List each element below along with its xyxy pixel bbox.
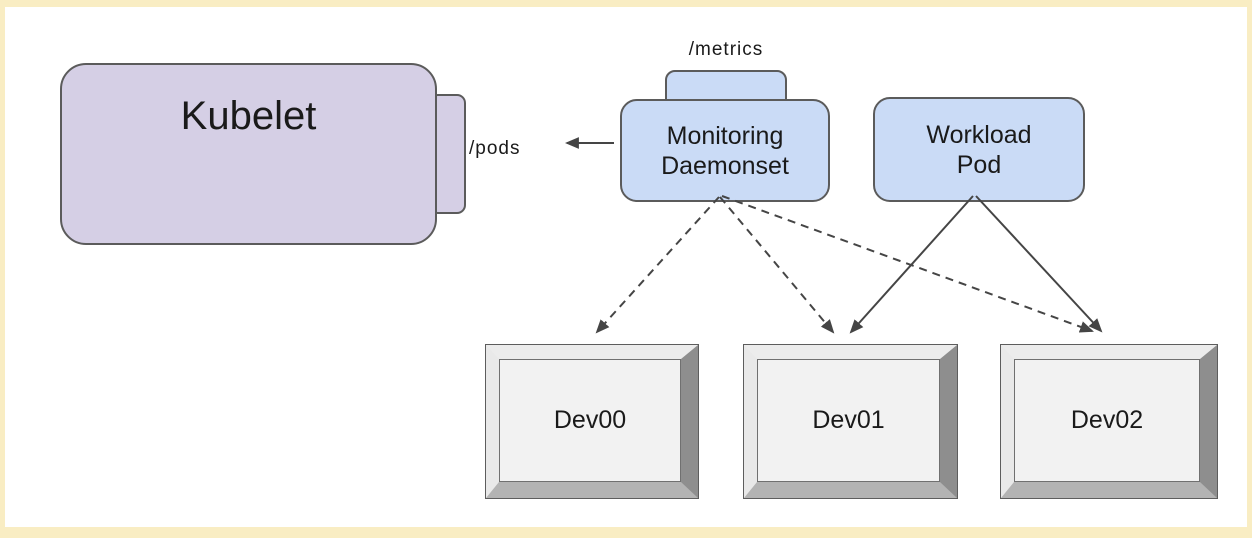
- dev02-bevel: [1001, 345, 1217, 498]
- diagram-canvas: Kubelet Monitoring Daemonset Workload Po…: [5, 7, 1247, 527]
- dev02-label: Dev02: [1070, 406, 1144, 434]
- pods-endpoint-label: /pods: [469, 138, 521, 159]
- node-dev00: Dev00: [485, 344, 699, 499]
- dev02-face: Dev02: [1014, 359, 1200, 482]
- kubelet-label: Kubelet: [180, 94, 317, 138]
- dev01-label: Dev01: [812, 406, 885, 434]
- node-kubelet: Kubelet: [60, 63, 437, 245]
- dev00-face: Dev00: [499, 359, 681, 482]
- dev01-face: Dev01: [757, 359, 940, 482]
- dev01-bevel: [744, 345, 957, 498]
- workload-pod-label: Workload Pod: [926, 120, 1032, 179]
- dev00-label: Dev00: [553, 406, 627, 434]
- node-dev02: Dev02: [1000, 344, 1218, 499]
- node-workload-pod: Workload Pod: [873, 97, 1085, 202]
- dev00-bevel: [486, 345, 698, 498]
- monitoring-daemonset-label: Monitoring Daemonset: [661, 121, 789, 180]
- node-monitoring-daemonset: Monitoring Daemonset: [620, 99, 830, 202]
- metrics-endpoint-label: /metrics: [688, 39, 764, 60]
- node-dev01: Dev01: [743, 344, 958, 499]
